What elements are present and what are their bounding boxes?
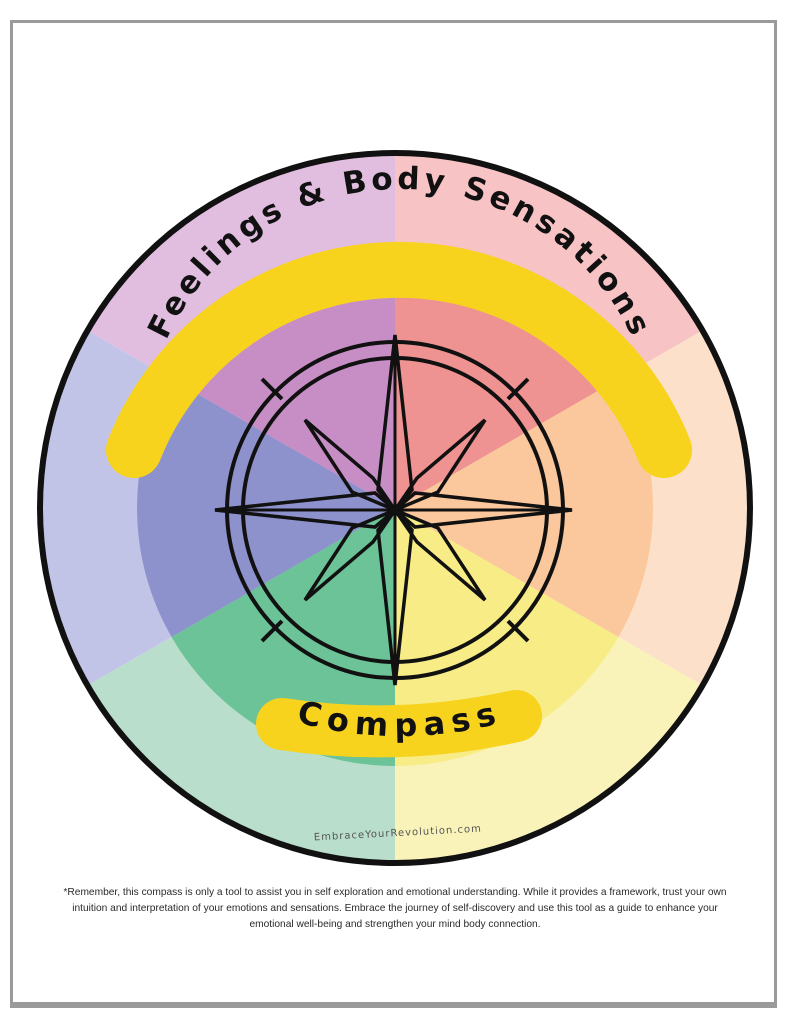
disclaimer-text: *Remember, this compass is only a tool t… [63,887,727,930]
title-banner [106,241,692,478]
inner-segment-orange [395,379,653,637]
outer-ring-outline [37,150,753,866]
inner-segment-blue [137,379,396,637]
compass-rose-icon [214,334,573,686]
compass-banner [256,690,542,758]
